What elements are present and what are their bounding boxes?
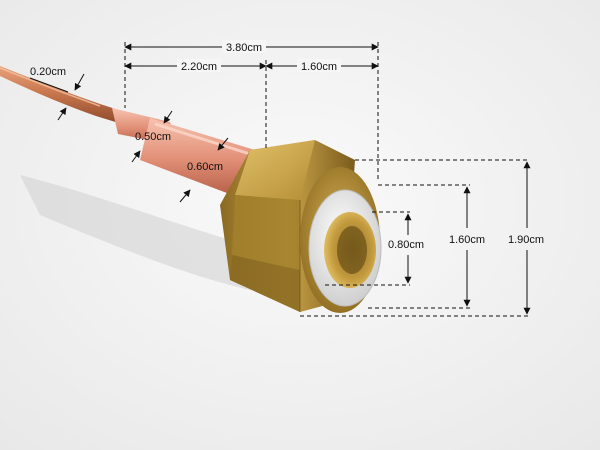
tube-length-label: 2.20cm <box>181 61 217 73</box>
nut-across-corners-label: 1.90cm <box>508 234 544 246</box>
sleeve-diameter-label: 0.50cm <box>135 131 171 143</box>
insert-diameter-label: 1.60cm <box>449 234 485 246</box>
tube-diameter-label: 0.60cm <box>187 161 223 173</box>
heat-shrink-tube <box>140 118 255 198</box>
nut-length-label: 1.60cm <box>301 61 337 73</box>
bore-diameter-label: 0.80cm <box>388 239 424 251</box>
overall-length-label: 3.80cm <box>226 42 262 54</box>
wire-diameter-label: 0.20cm <box>30 66 66 78</box>
